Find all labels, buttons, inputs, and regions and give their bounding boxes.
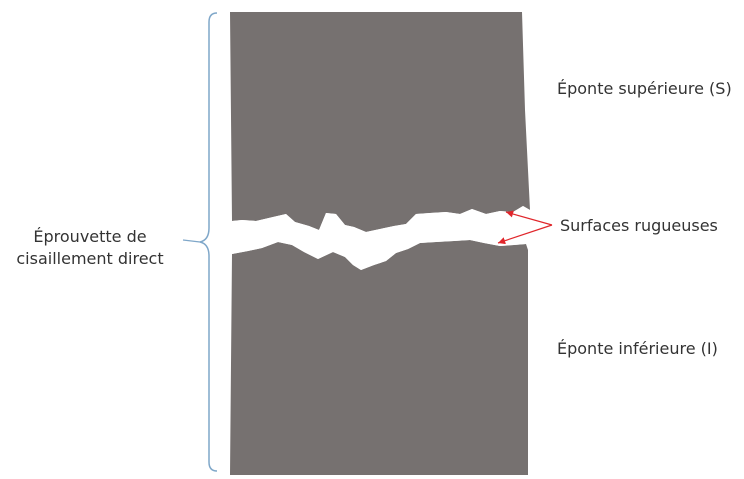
rough-surfaces-label: Surfaces rugueuses xyxy=(560,216,718,235)
upper-wall-block xyxy=(230,12,530,232)
lower-wall-label: Éponte inférieure (I) xyxy=(557,339,718,358)
specimen-label-line2: cisaillement direct xyxy=(16,248,164,268)
arrow-lower-surface xyxy=(497,224,553,245)
arrow-upper-surface xyxy=(505,210,553,226)
specimen-brace xyxy=(199,12,218,472)
brace-leader-line xyxy=(182,239,201,243)
upper-wall-label: Éponte supérieure (S) xyxy=(557,79,732,98)
specimen-label-line1: Éprouvette de xyxy=(33,227,147,246)
fracture-gap xyxy=(232,206,531,270)
lower-wall-block xyxy=(230,240,528,475)
specimen-label: Éprouvette de cisaillement direct xyxy=(5,226,175,269)
